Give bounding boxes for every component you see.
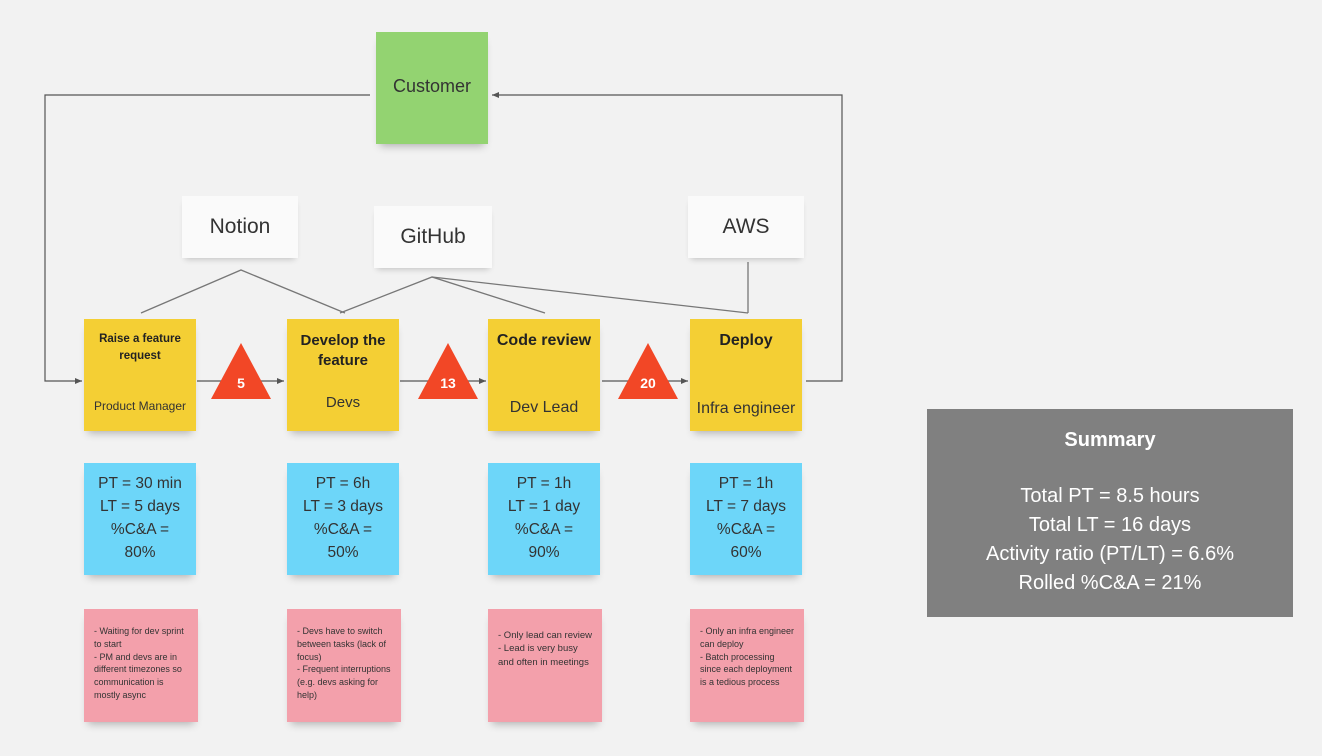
notion-link[interactable] (140, 269, 346, 314)
deploy-to-customer-connector[interactable] (492, 92, 843, 382)
github-link[interactable] (339, 276, 546, 314)
summary-rolled-ca: Rolled %C&A = 21% (1018, 572, 1202, 594)
issues-sticky-develop[interactable]: - Devs have to switch between tasks (lac… (287, 609, 401, 722)
tool-notion[interactable]: Notion (182, 196, 298, 258)
metric-lt: LT = 7 days (706, 498, 786, 516)
tool-aws-label: AWS (722, 215, 770, 238)
process-step-deploy[interactable]: Deploy Infra engineer (690, 319, 802, 431)
metric-pt: PT = 30 min (98, 475, 182, 493)
issues-text: - Devs have to switch between tasks (lac… (297, 626, 391, 700)
issues-text: - Only lead can review - Lead is very bu… (498, 630, 592, 668)
issues-text: - Only an infra engineer can deploy - Ba… (700, 626, 795, 688)
metrics-sticky-develop[interactable]: PT = 6h LT = 3 days %C&A = 50% (287, 463, 399, 575)
process-step-develop[interactable]: Develop the feature Devs (287, 319, 399, 431)
metric-ca-label: %C&A = (514, 521, 574, 538)
metric-ca-label: %C&A = (716, 521, 776, 538)
issues-text: - Waiting for dev sprint to start - PM a… (94, 626, 184, 700)
issues-sticky-deploy[interactable]: - Only an infra engineer can deploy - Ba… (690, 609, 804, 722)
metric-ca-value: 60% (730, 543, 762, 561)
summary-title: Summary (1064, 429, 1156, 451)
customer-to-request-connector[interactable] (44, 94, 370, 384)
wait-triangle-2[interactable] (418, 343, 478, 399)
tool-aws[interactable]: AWS (688, 196, 804, 258)
customer-sticky[interactable]: Customer (376, 32, 488, 144)
step-role: Infra engineer (696, 400, 796, 417)
metric-pt: PT = 1h (516, 475, 572, 493)
step-title: Raise a feature request (99, 333, 181, 363)
wait-triangle-3[interactable] (618, 343, 678, 399)
metric-ca-value: 80% (124, 543, 156, 561)
issues-sticky-raise-request[interactable]: - Waiting for dev sprint to start - PM a… (84, 609, 198, 722)
metric-ca-value: 90% (528, 543, 560, 561)
summary-total-lt: Total LT = 16 days (1028, 514, 1192, 536)
metric-lt: LT = 1 day (507, 498, 581, 516)
metric-pt: PT = 6h (315, 475, 371, 493)
step-title: Develop the feature (300, 332, 386, 369)
summary-box[interactable]: Summary Total PT = 8.5 hours Total LT = … (927, 409, 1293, 617)
step-title: Deploy (719, 332, 773, 349)
process-step-raise-request[interactable]: Raise a feature request Product Manager (84, 319, 196, 431)
metric-ca-value: 50% (327, 543, 359, 561)
customer-label: Customer (392, 76, 472, 96)
tool-github-label: GitHub (400, 225, 466, 248)
metrics-sticky-raise-request[interactable]: PT = 30 min LT = 5 days %C&A = 80% (84, 463, 196, 575)
wait-time-3: 20 (640, 375, 656, 391)
wait-time-1: 5 (237, 375, 245, 391)
metrics-sticky-code-review[interactable]: PT = 1h LT = 1 day %C&A = 90% (488, 463, 600, 575)
wait-triangle-1[interactable] (211, 343, 271, 399)
metric-ca-label: %C&A = (110, 521, 170, 538)
wait-time-2: 13 (440, 375, 456, 391)
summary-total-pt: Total PT = 8.5 hours (1020, 485, 1200, 507)
tool-notion-label: Notion (209, 215, 271, 238)
step-role: Dev Lead (509, 399, 579, 416)
step-role: Devs (325, 394, 361, 412)
step-title: Code review (496, 332, 592, 349)
github-deploy-link[interactable] (431, 276, 749, 314)
metric-lt: LT = 3 days (303, 498, 383, 516)
process-step-code-review[interactable]: Code review Dev Lead (488, 319, 600, 431)
metrics-sticky-deploy[interactable]: PT = 1h LT = 7 days %C&A = 60% (690, 463, 802, 575)
tool-github[interactable]: GitHub (374, 206, 492, 268)
metric-lt: LT = 5 days (100, 498, 180, 516)
step-role: Product Manager (93, 398, 187, 413)
metric-ca-label: %C&A = (313, 521, 373, 538)
issues-sticky-code-review[interactable]: - Only lead can review - Lead is very bu… (488, 609, 602, 722)
summary-activity-ratio: Activity ratio (PT/LT) = 6.6% (985, 543, 1235, 565)
metric-pt: PT = 1h (718, 475, 774, 493)
